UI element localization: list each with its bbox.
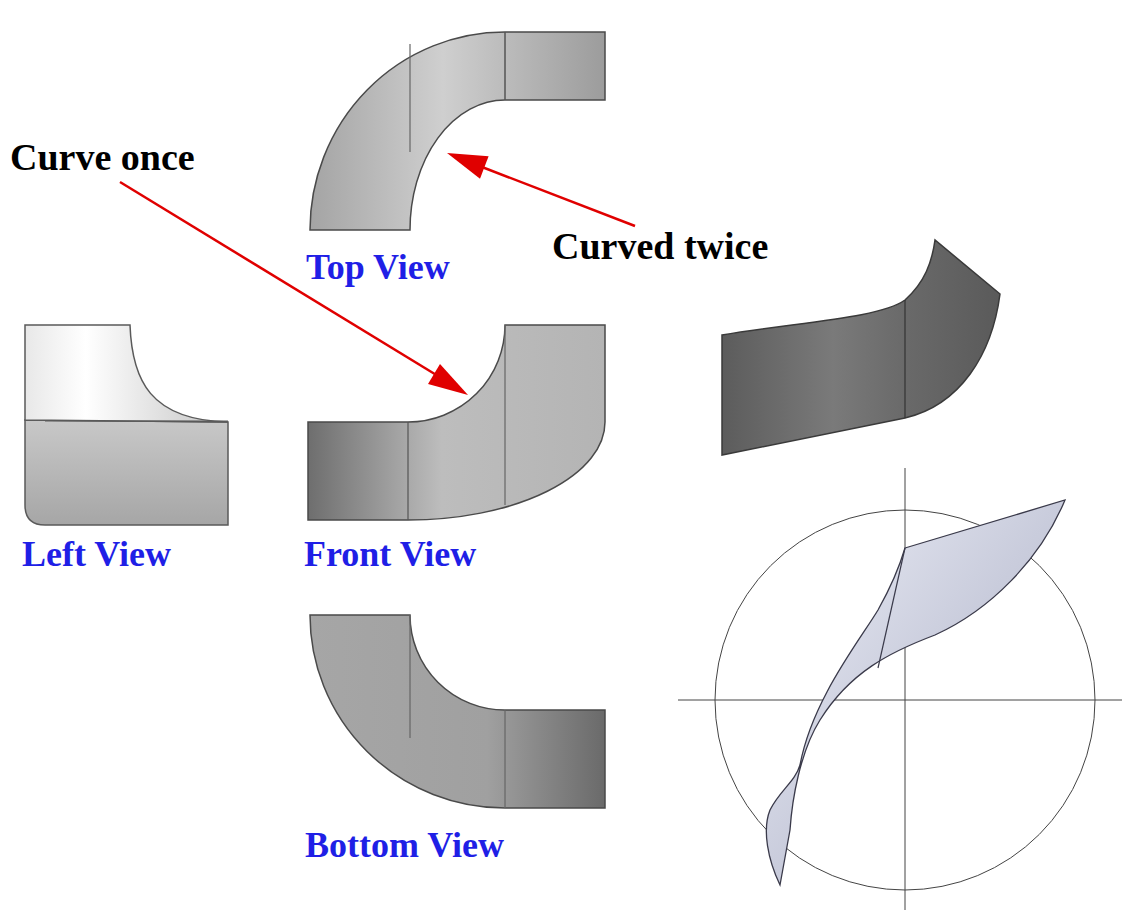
- callout-label: Curved twice: [552, 226, 768, 268]
- view-label: Left View: [22, 535, 171, 575]
- view-label: Bottom View: [305, 826, 504, 866]
- view-label: Front View: [304, 535, 476, 575]
- callout-label: Curve once: [10, 137, 195, 179]
- view-label: Top View: [306, 248, 450, 288]
